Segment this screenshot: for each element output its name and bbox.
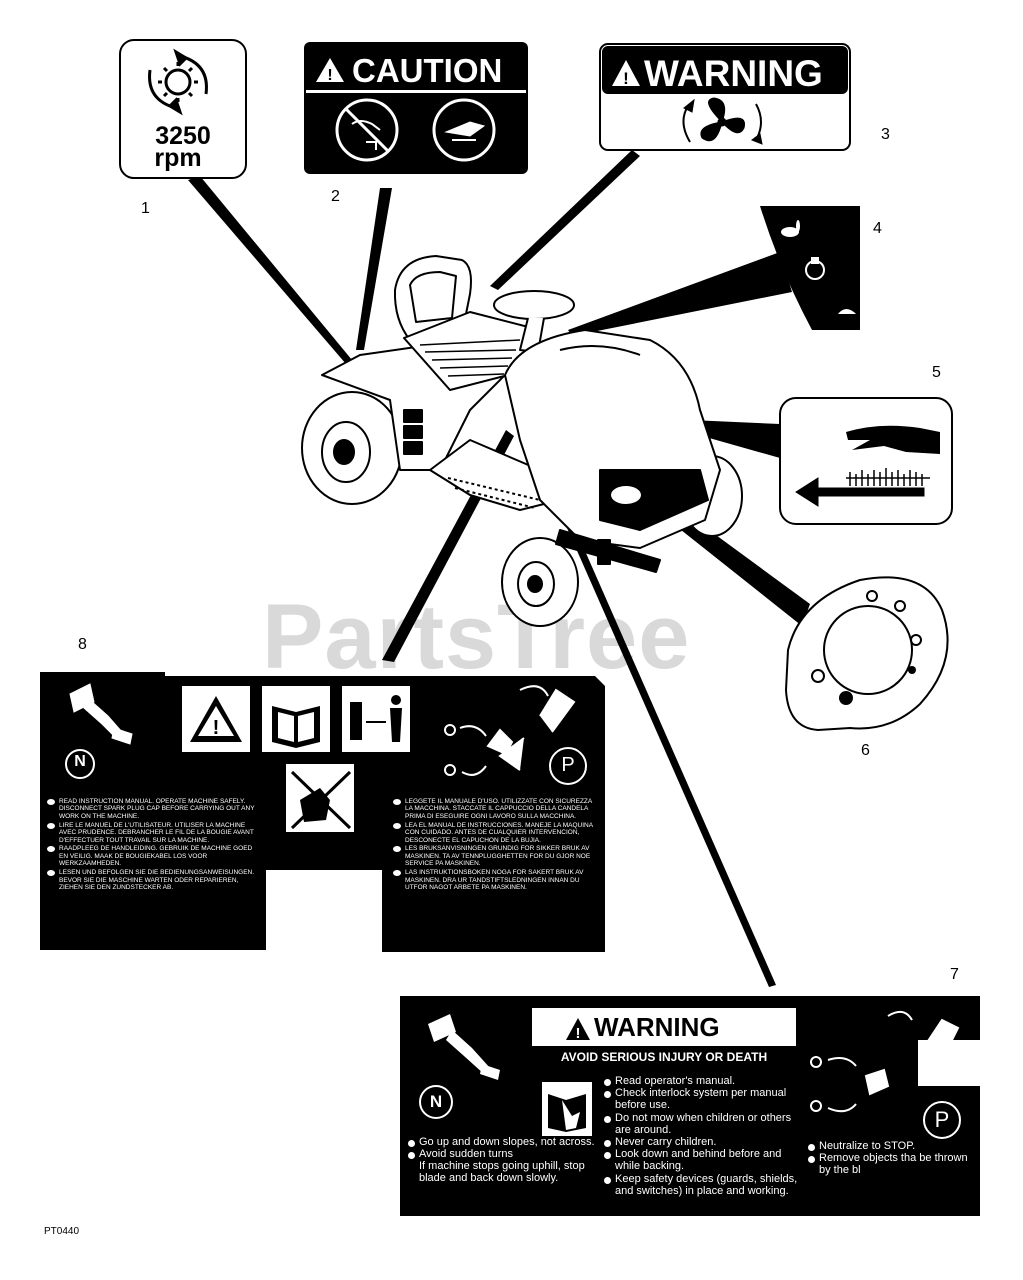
operator-safety-list: Read operator's manual. Check interlock … bbox=[604, 1075, 800, 1197]
leader-4 bbox=[568, 252, 792, 336]
callout-5: 5 bbox=[932, 364, 941, 381]
choke-icon bbox=[805, 257, 825, 280]
svg-text:!: ! bbox=[327, 67, 332, 84]
stop-item-2: Remove objects tha be thrown by the bl bbox=[808, 1152, 978, 1176]
safety-item-3: Do not mow when children or others are a… bbox=[604, 1112, 800, 1136]
stop-item-1: Neutralize to STOP. bbox=[808, 1140, 978, 1152]
decal-2: ! CAUTION bbox=[304, 42, 528, 174]
park-symbol-7 bbox=[923, 1101, 961, 1139]
lawn-tractor bbox=[301, 255, 743, 627]
safety-item-6: Keep safety devices (guards, shields, an… bbox=[604, 1173, 800, 1197]
safety-item-5: Look down and behind before and while ba… bbox=[604, 1148, 800, 1172]
ignition-switch-icon bbox=[823, 605, 913, 695]
multilingual-instructions-left: READ INSTRUCTION MANUAL. OPERATE MACHINE… bbox=[46, 798, 258, 893]
neutral-symbol-7 bbox=[419, 1085, 453, 1119]
warning-heading-3: WARNING bbox=[644, 53, 823, 94]
callout-6: 6 bbox=[861, 742, 870, 759]
engine-speed-icon bbox=[148, 48, 208, 116]
decal-8: ! bbox=[40, 672, 605, 952]
safety-item-1: Read operator's manual. bbox=[604, 1075, 800, 1087]
instruction-es: LEA EL MANUAL DE INSTRUCCIONES. MANEJE L… bbox=[392, 822, 600, 844]
no-tools-icon bbox=[432, 98, 496, 162]
steering-wheel bbox=[493, 290, 575, 320]
rpm-unit: rpm bbox=[154, 144, 201, 172]
callout-2: 2 bbox=[331, 188, 340, 205]
warning-subheading-7: AVOID SERIOUS INJURY OR DEATH bbox=[560, 1050, 768, 1064]
safety-item-2: Check interlock system per manual before… bbox=[604, 1087, 800, 1111]
slope-item-1: Go up and down slopes, not across. bbox=[408, 1136, 598, 1148]
neutral-label-8: N bbox=[74, 753, 86, 770]
instruction-no: LES BRUKSANVISNINGEN GRUNDIG FOR SIKKER … bbox=[392, 845, 600, 867]
leader-2 bbox=[356, 188, 392, 350]
no-hand-icon bbox=[335, 98, 399, 162]
svg-text:!: ! bbox=[623, 69, 629, 88]
park-symbol-8 bbox=[549, 747, 587, 785]
leader-1 bbox=[188, 176, 352, 364]
leader-7 bbox=[560, 510, 776, 987]
decal-1: 3250 rpm bbox=[119, 39, 247, 179]
parking-brake-icon-7 bbox=[810, 1010, 980, 1113]
neutral-label-7: N bbox=[429, 1092, 443, 1111]
rabbit-icon bbox=[781, 220, 800, 237]
leader-3 bbox=[490, 150, 640, 290]
callout-8: 8 bbox=[78, 636, 87, 653]
caution-heading: CAUTION bbox=[352, 52, 502, 89]
warning-heading-7: WARNING bbox=[594, 1012, 720, 1042]
safety-item-4: Never carry children. bbox=[604, 1136, 800, 1148]
decal-5 bbox=[779, 397, 953, 525]
turtle-icon bbox=[838, 309, 856, 314]
park-label-8: P bbox=[561, 754, 575, 776]
stop-safety-list: Neutralize to STOP. Remove objects tha b… bbox=[808, 1140, 978, 1176]
instruction-fr: LIRE LE MANUEL DE L'UTILISATEUR. UTILISE… bbox=[46, 822, 258, 844]
footer-code: PT0440 bbox=[44, 1226, 80, 1237]
multilingual-instructions-right: LEGGETE IL MANUALE D'USO. UTILIZZATE CON… bbox=[392, 798, 600, 893]
slope-safety-list: Go up and down slopes, not across. Avoid… bbox=[408, 1136, 598, 1184]
decal-7: ! bbox=[400, 996, 980, 1216]
brake-pedal-icon bbox=[69, 683, 133, 745]
decal-6 bbox=[784, 576, 949, 732]
callout-7: 7 bbox=[950, 966, 959, 983]
instruction-sv: LAS INSTRUKTIONSBOKEN NOGA FOR SAKERT BR… bbox=[392, 869, 600, 891]
callout-3: 3 bbox=[881, 126, 890, 143]
svg-text:!: ! bbox=[213, 717, 220, 739]
fan-blade-icon bbox=[682, 97, 763, 145]
callout-4: 4 bbox=[873, 220, 882, 237]
decal-4 bbox=[760, 206, 860, 330]
brake-pedal-icon-7 bbox=[428, 1014, 500, 1080]
svg-text:!: ! bbox=[576, 1025, 581, 1042]
slope-item-3: If machine stops going uphill, stop blad… bbox=[419, 1160, 585, 1184]
park-label-7: P bbox=[934, 1107, 950, 1132]
decal-3: ! WARNING bbox=[599, 43, 851, 151]
leader-5 bbox=[688, 420, 780, 458]
instruction-it: LEGGETE IL MANUALE D'USO. UTILIZZATE CON… bbox=[392, 798, 600, 820]
parking-brake-icon bbox=[444, 685, 576, 776]
slope-item-2: Avoid sudden turns bbox=[408, 1148, 598, 1160]
instruction-de: LESEN UND BEFOLGEN SIE DIE BEDIENUNGSANW… bbox=[46, 869, 258, 891]
rpm-value: 3250 bbox=[155, 122, 211, 150]
callout-1: 1 bbox=[141, 200, 150, 217]
hand-icon bbox=[846, 425, 940, 454]
neutral-symbol-8 bbox=[65, 749, 95, 779]
instruction-en: READ INSTRUCTION MANUAL. OPERATE MACHINE… bbox=[46, 798, 258, 820]
blade-direction-arrow-icon bbox=[795, 468, 930, 507]
instruction-nl: RAADPLEEG DE HANDLEIDING. GEBRUIK DE MAC… bbox=[46, 845, 258, 867]
